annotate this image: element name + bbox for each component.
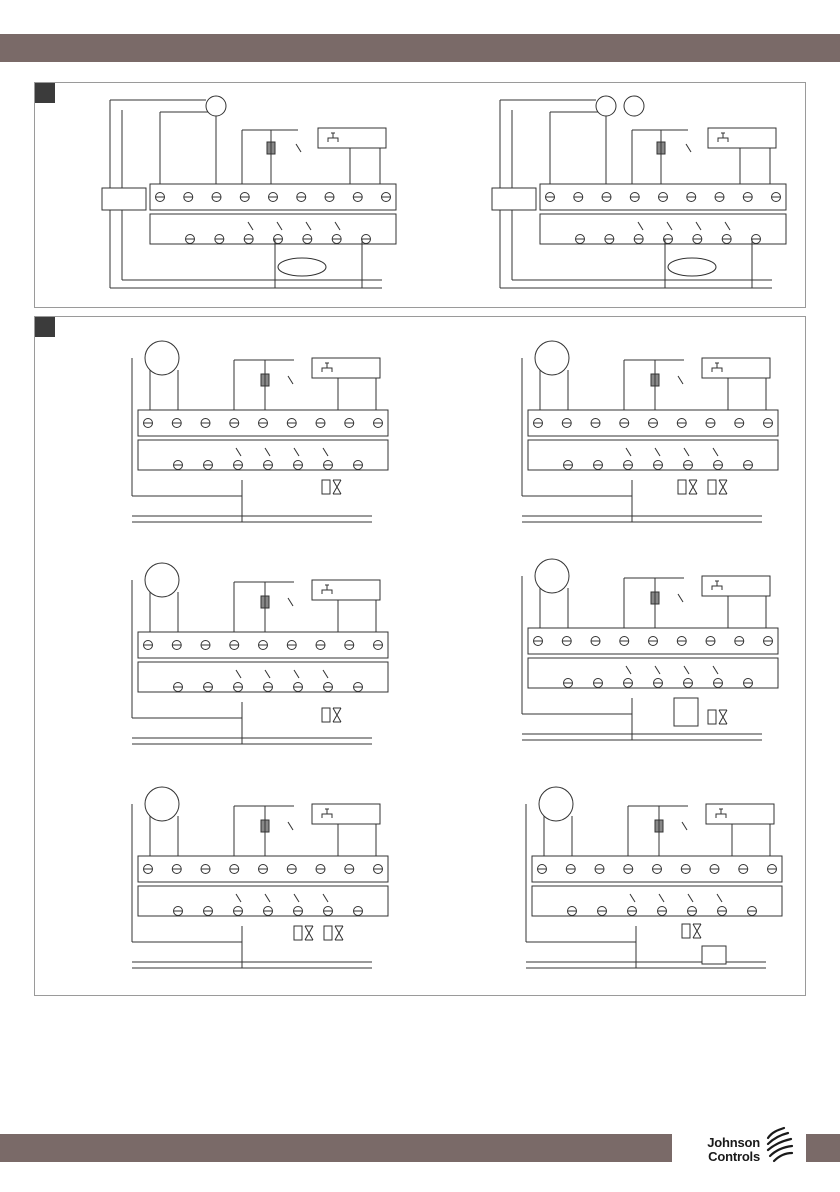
valve-icon xyxy=(719,710,727,724)
valve-actuator xyxy=(678,480,686,494)
valve-actuator xyxy=(324,926,332,940)
room-sensor xyxy=(145,563,179,597)
relay-contact xyxy=(288,598,293,606)
room-sensor xyxy=(535,341,569,375)
logo-line-1: Johnson xyxy=(684,1136,760,1150)
temperature-sensor xyxy=(624,96,644,116)
johnson-controls-logo: Johnson Controls xyxy=(684,1124,804,1168)
duct-sensor-housing xyxy=(102,188,146,210)
valve-actuator xyxy=(294,926,302,940)
relay-contact xyxy=(288,376,293,384)
temperature-sensor xyxy=(596,96,616,116)
temperature-sensor xyxy=(206,96,226,116)
fan-motor xyxy=(278,258,326,276)
valve-actuator xyxy=(708,480,716,494)
logo-text: Johnson Controls xyxy=(684,1136,760,1164)
valve-icon xyxy=(693,924,701,938)
fan-motor xyxy=(668,258,716,276)
valve-actuator xyxy=(322,480,330,494)
valve-actuator xyxy=(708,710,716,724)
footer-band xyxy=(0,1134,672,1162)
relay-contact xyxy=(678,594,683,602)
valve-icon xyxy=(719,480,727,494)
room-sensor xyxy=(539,787,573,821)
room-sensor xyxy=(535,559,569,593)
valve-actuator xyxy=(322,708,330,722)
relay-contact xyxy=(296,144,301,152)
valve-icon xyxy=(335,926,343,940)
valve-icon xyxy=(305,926,313,940)
logo-line-2: Controls xyxy=(684,1150,760,1164)
load-box xyxy=(702,946,726,964)
valve-icon xyxy=(689,480,697,494)
page-number-tab xyxy=(806,1134,840,1162)
valve-actuator xyxy=(682,924,690,938)
room-sensor xyxy=(145,787,179,821)
relay-contact xyxy=(686,144,691,152)
duct-sensor-housing xyxy=(492,188,536,210)
relay-contact xyxy=(678,376,683,384)
relay-contact xyxy=(288,822,293,830)
relay-contact xyxy=(682,822,687,830)
valve-icon xyxy=(333,480,341,494)
valve-icon xyxy=(333,708,341,722)
load-box xyxy=(674,698,698,726)
logo-mark-icon xyxy=(762,1124,796,1164)
room-sensor xyxy=(145,341,179,375)
